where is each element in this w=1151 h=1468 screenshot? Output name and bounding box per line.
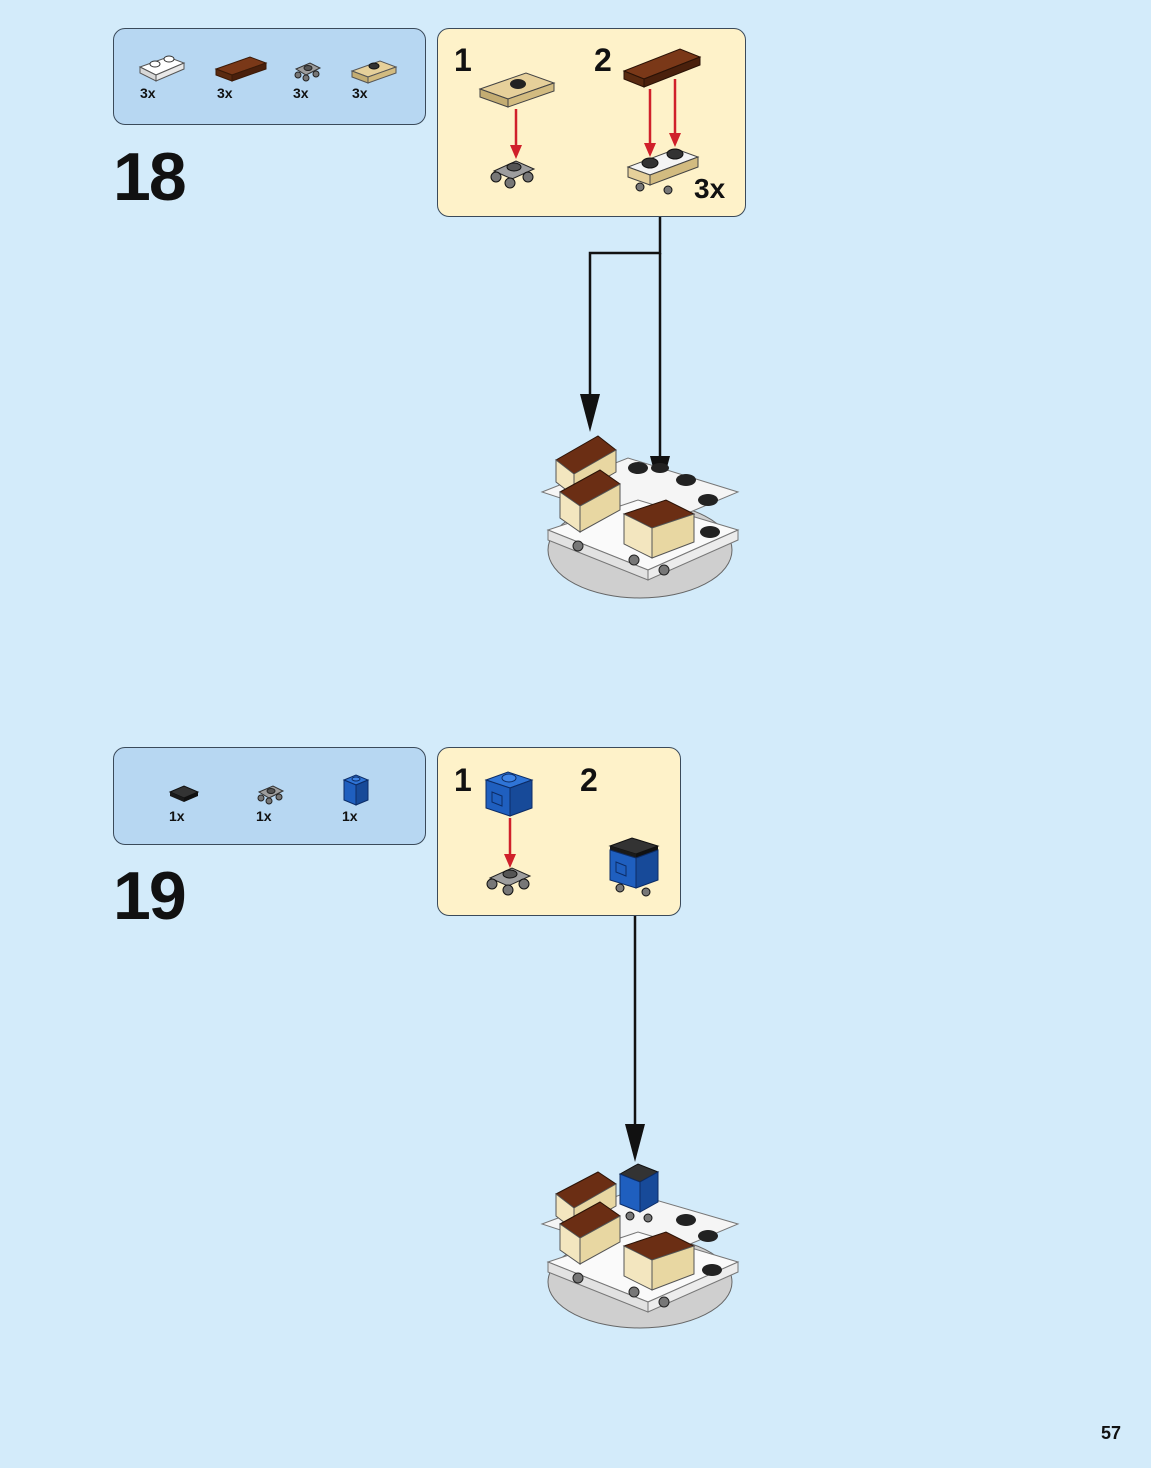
substep-number: 2 [594,42,612,78]
part-qty: 3x [140,85,156,101]
substep-number: 1 [454,42,472,78]
callout-arrow-step-19 [625,916,645,1162]
tan-jumper-plate-icon [350,60,398,84]
part-qty: 3x [293,85,309,101]
part-qty: 1x [169,808,185,824]
brown-tile-2x4-icon [214,56,268,82]
page-number: 57 [1101,1423,1122,1443]
multiplier-label: 3x [694,173,726,204]
blue-brick-1x1-clip-icon [342,774,370,806]
step-number: 19 [113,858,187,934]
substep-1-illustration [484,771,534,896]
substep-2-illustration [622,48,702,195]
parts-list-step-19: 1x 1x 1x [113,747,426,845]
substep-2-illustration [608,837,660,897]
substep-number: 1 [454,762,472,798]
substep-number: 2 [580,762,598,798]
substep-1-illustration [478,72,556,189]
grey-wheel-holder-icon [257,785,285,805]
part-qty: 3x [217,85,233,101]
part-qty: 1x [256,808,272,824]
part-qty: 1x [342,808,358,824]
part-qty: 3x [352,85,368,101]
model-step-18 [540,435,740,599]
parts-list-step-18: 3x 3x 3x 3x [113,28,426,125]
white-plate-1x2-icon [138,55,186,82]
substep-box-step-18: 1 2 3x [437,28,746,217]
substep-box-step-19: 1 2 [437,747,681,916]
step-number: 18 [113,139,187,215]
model-step-19 [540,1163,740,1329]
black-tile-1x1-icon [168,785,200,802]
grey-wheel-holder-icon [294,62,322,82]
